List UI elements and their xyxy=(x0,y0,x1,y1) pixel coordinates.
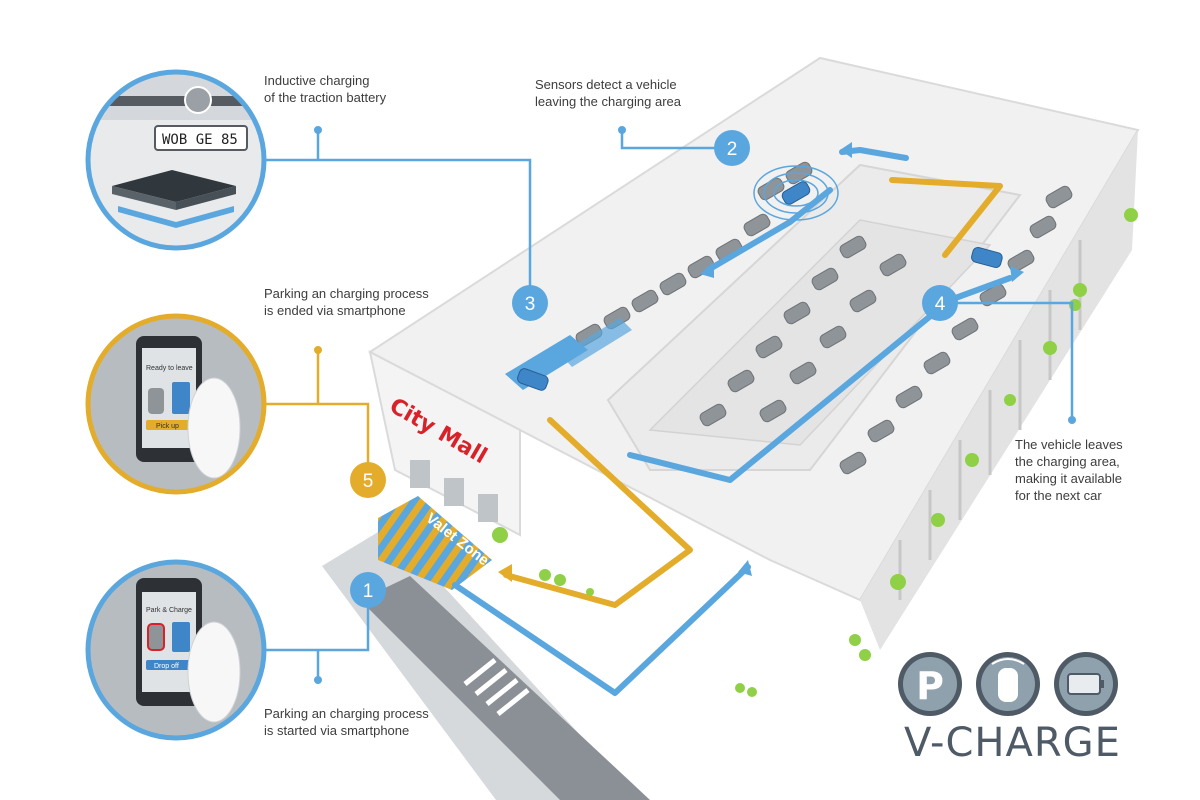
hand-shape xyxy=(187,377,241,479)
connector-lines xyxy=(264,130,1074,680)
step-marker-3: 3 xyxy=(512,285,548,321)
caption-vehicle-leaves: The vehicle leaves the charging area, ma… xyxy=(1015,437,1123,503)
blue-arrowheads xyxy=(700,142,1024,576)
svg-text:1: 1 xyxy=(363,581,374,602)
connector-dots xyxy=(314,126,1076,684)
parked-cars xyxy=(575,161,1073,475)
phone-bottom-button: Drop off xyxy=(154,663,179,670)
hand-shape xyxy=(187,621,241,723)
inset-park-and-charge: Park & Charge Drop off xyxy=(85,559,267,741)
caption-sensors: Sensors detect a vehicle leaving the cha… xyxy=(535,77,681,109)
road xyxy=(322,526,650,800)
blue-path xyxy=(452,147,1013,696)
svg-text:5: 5 xyxy=(363,471,374,492)
svg-text:2: 2 xyxy=(727,139,738,160)
phone-top-button: Pick up xyxy=(156,423,179,430)
trees xyxy=(492,208,1138,697)
car-sensor-icon xyxy=(976,652,1040,716)
battery-icon xyxy=(1054,652,1118,716)
step-marker-1: 1 xyxy=(350,572,386,608)
license-plate-text: WOB GE 85 xyxy=(162,132,238,148)
phone-bottom-title: Park & Charge xyxy=(146,607,192,614)
step-marker-5: 5 xyxy=(350,462,386,498)
caption-inductive-charging: Inductive charging of the traction batte… xyxy=(264,73,387,105)
step-marker-2: 2 xyxy=(714,130,750,166)
vw-logo-icon xyxy=(184,86,212,114)
svg-text:4: 4 xyxy=(935,294,946,315)
svg-text:P: P xyxy=(916,664,944,708)
inset-ready-to-leave: Ready to leave Pick up xyxy=(85,313,267,495)
parking-building xyxy=(368,56,1140,650)
connector-dot-yellow xyxy=(314,346,322,354)
step-marker-4: 4 xyxy=(922,285,958,321)
caption-process-started: Parking an charging process is started v… xyxy=(264,706,429,738)
yellow-path xyxy=(503,177,1003,608)
yellow-arrowheads xyxy=(498,564,512,582)
brand-name: V-CHARGE xyxy=(904,720,1121,766)
phone-top-title: Ready to leave xyxy=(146,365,193,372)
inset-inductive-charging: WOB GE 85 xyxy=(85,69,267,251)
caption-process-ended: Parking an charging process is ended via… xyxy=(264,286,429,318)
parking-icon: P xyxy=(898,652,962,716)
svg-text:3: 3 xyxy=(525,294,536,315)
